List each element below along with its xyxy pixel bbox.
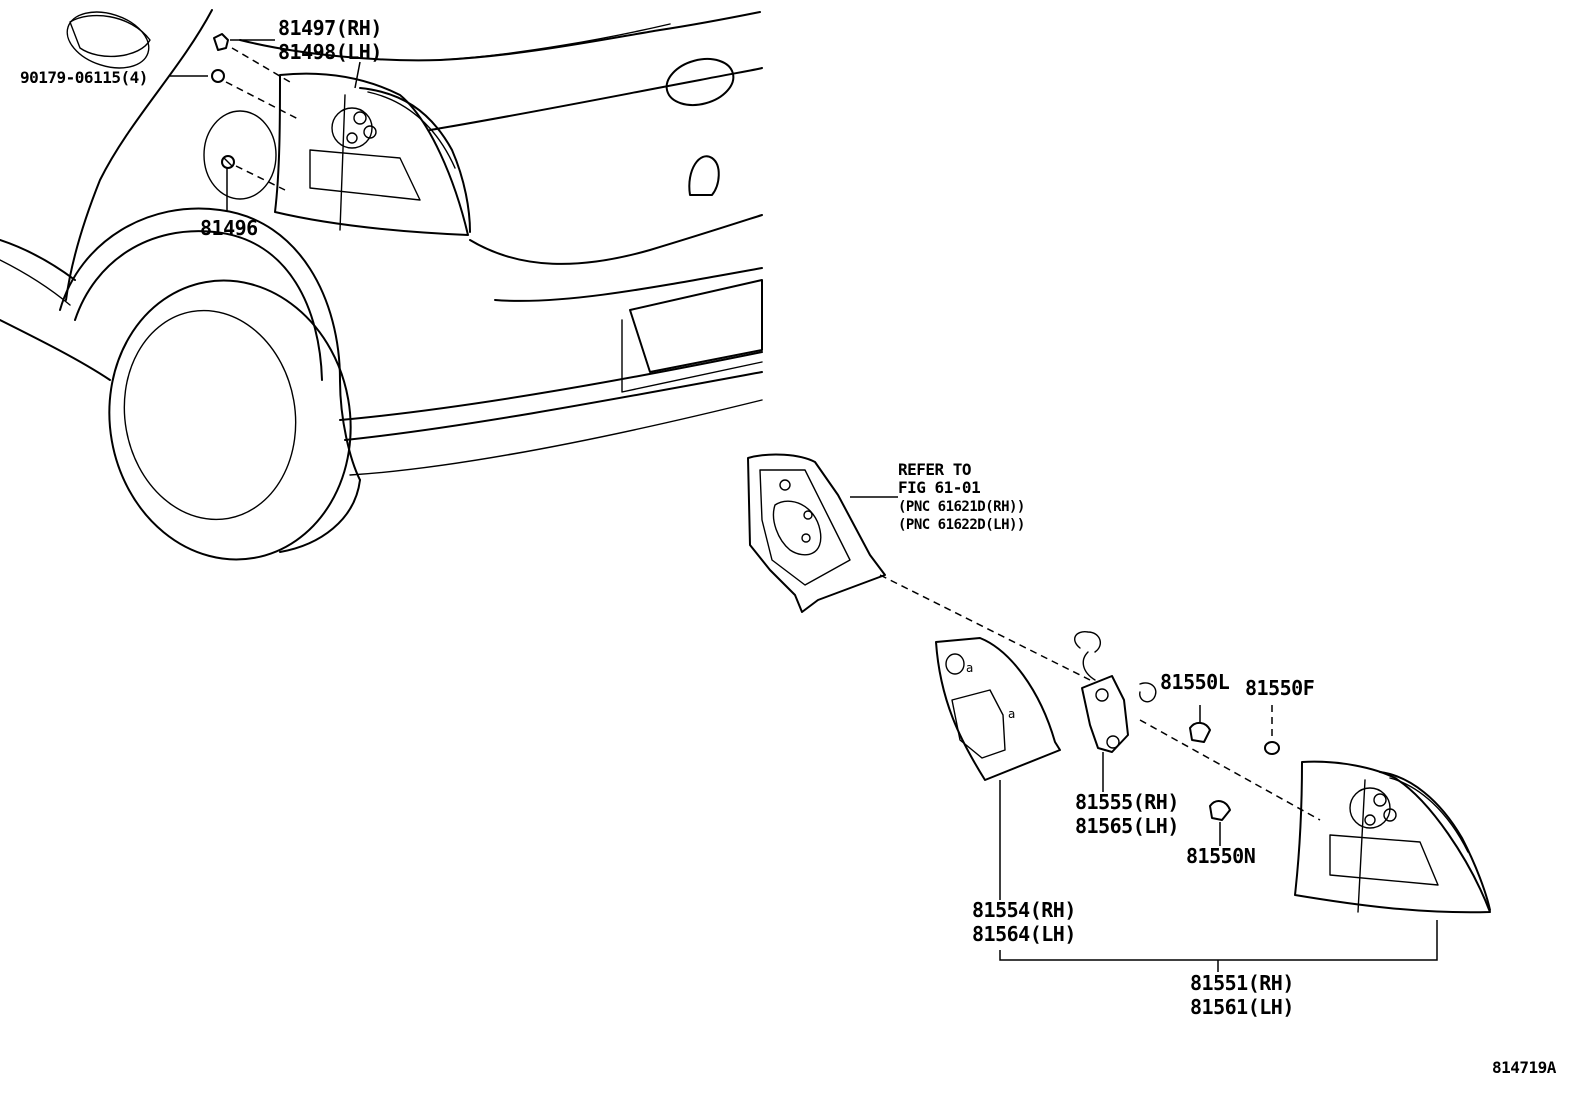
clip-and-nut-parts: [211, 33, 235, 169]
part-number-81551: 81551(RH): [1190, 971, 1294, 995]
diagram-id: 814719A: [1492, 1058, 1556, 1077]
label-81554-81564: 81554(RH) 81564(LH): [972, 900, 1076, 944]
part-number-81564: 81564(LH): [972, 922, 1076, 946]
part-number-81550F: 81550F: [1245, 676, 1315, 700]
socket-and-wire-part: [1074, 631, 1157, 792]
refer-to-pnc: (PNC 61621D(RH)) (PNC 61622D(LH)): [898, 500, 1025, 532]
part-number-90179: 90179-06115(4): [20, 68, 148, 87]
part-number-81554: 81554(RH): [972, 898, 1076, 922]
exploded-leader-lines: [879, 574, 1321, 821]
label-81551-81561: 81551(RH) 81561(LH): [1190, 973, 1294, 1017]
part-number-81561: 81561(LH): [1190, 995, 1294, 1019]
part-number-81550L: 81550L: [1160, 670, 1230, 694]
installed-tail-lamp: [274, 72, 471, 236]
refer-to-line2: FIG 61-01: [898, 478, 981, 497]
vehicle-body-outline: [0, 9, 763, 561]
label-81497-81498: 81497(RH) 81498(LH): [278, 18, 382, 62]
assembly-bracket-lines: [999, 780, 1438, 972]
part-number-81565: 81565(LH): [1075, 814, 1179, 838]
refer-to-line1: REFER TO: [898, 460, 972, 479]
refer-pnc-lh: (PNC 61622D(LH)): [898, 517, 1025, 533]
label-81555-81565: 81555(RH) 81565(LH): [1075, 792, 1179, 836]
part-number-81497: 81497(RH): [278, 16, 382, 40]
refer-bracket-part: [747, 453, 898, 613]
part-number-81498: 81498(LH): [278, 40, 382, 64]
part-number-81496: 81496: [200, 216, 258, 240]
svg-text:a: a: [966, 661, 973, 675]
svg-text:a: a: [1008, 707, 1015, 721]
refer-pnc-rh: (PNC 61621D(RH)): [898, 499, 1025, 515]
bulb-parts: [1189, 705, 1280, 846]
part-number-81555: 81555(RH): [1075, 790, 1179, 814]
upper-assembly-leaders: [170, 39, 361, 212]
gasket-part: a a: [935, 637, 1061, 781]
refer-to-note: REFER TO FIG 61-01: [898, 460, 981, 497]
tail-lamp-assembly-part: [1294, 760, 1491, 914]
part-number-81550N: 81550N: [1186, 844, 1256, 868]
